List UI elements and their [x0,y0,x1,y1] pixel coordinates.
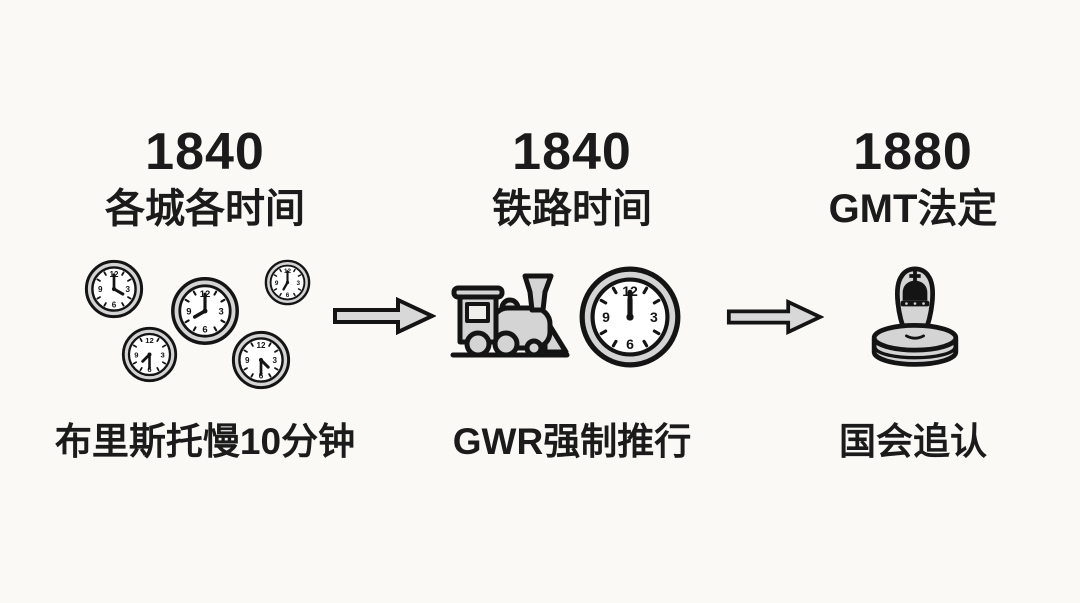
stage-2-railway-time: 1840 铁路时间 GWR强制推行 [397,0,747,603]
svg-text:12: 12 [145,336,154,345]
stage-3-year: 1880 [853,123,973,181]
stage-2-year: 1840 [512,123,632,181]
stage-1-caption: 布里斯托慢10分钟 [54,421,356,462]
clock-icon: 123 69 [170,276,240,346]
clock-icon: 123 69 [264,259,311,306]
svg-text:3: 3 [126,285,131,294]
crown-stamp-icon [858,256,972,372]
right-arrow-icon [332,295,436,337]
svg-text:6: 6 [202,325,207,336]
stage-3-gmt-legal: 1880 GMT法定 国会追认 [738,0,1080,603]
right-arrow-icon [726,296,824,338]
svg-text:6: 6 [286,292,290,299]
stage-3-title: GMT法定 [828,187,998,231]
svg-text:12: 12 [256,341,266,350]
svg-text:3: 3 [297,280,301,287]
svg-text:6: 6 [259,372,264,381]
svg-text:9: 9 [275,280,279,287]
svg-text:9: 9 [186,307,191,318]
train-icon [448,258,578,362]
stage-1-title: 各城各时间 [105,187,305,231]
svg-text:9: 9 [98,285,103,294]
clock-icon: 123 69 [84,259,144,319]
svg-text:3: 3 [650,309,658,325]
svg-text:6: 6 [112,301,117,310]
svg-text:9: 9 [134,350,138,359]
crown-icon [900,270,930,307]
svg-text:3: 3 [273,356,278,365]
stage-1-local-times: 1840 各城各时间 布里斯托慢10分钟 [30,0,380,603]
svg-text:6: 6 [147,365,151,374]
stage-3-caption: 国会追认 [839,421,987,462]
railway-clock-icon: 123 69 [578,265,682,369]
stage-2-caption: GWR强制推行 [452,421,692,462]
svg-text:6: 6 [626,336,634,352]
svg-text:9: 9 [602,309,610,325]
stage-2-title: 铁路时间 [492,187,652,231]
svg-text:9: 9 [245,356,250,365]
svg-text:3: 3 [218,307,223,318]
svg-text:3: 3 [160,350,164,359]
stage-1-year: 1840 [145,123,265,181]
